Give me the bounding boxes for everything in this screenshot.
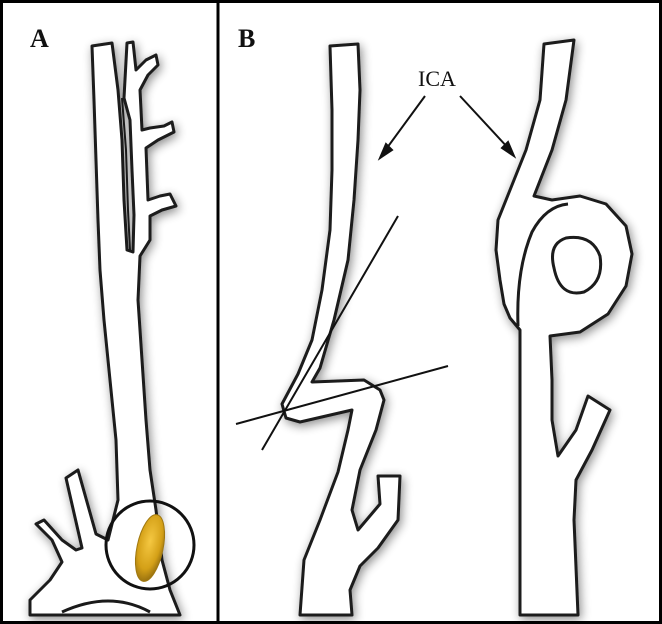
kinked-ica (282, 44, 400, 615)
kink-angle-line-2 (236, 366, 448, 424)
coil-inner-loop (553, 237, 601, 293)
ica-arrows (380, 96, 514, 158)
panel-b-label: B (238, 24, 255, 54)
panel-b-coiled-vessel (496, 40, 632, 615)
panel-a-label: A (30, 24, 49, 54)
coiled-ica (496, 40, 632, 615)
panel-b-kinked-vessel (282, 44, 400, 615)
ica-label: ICA (418, 66, 456, 92)
